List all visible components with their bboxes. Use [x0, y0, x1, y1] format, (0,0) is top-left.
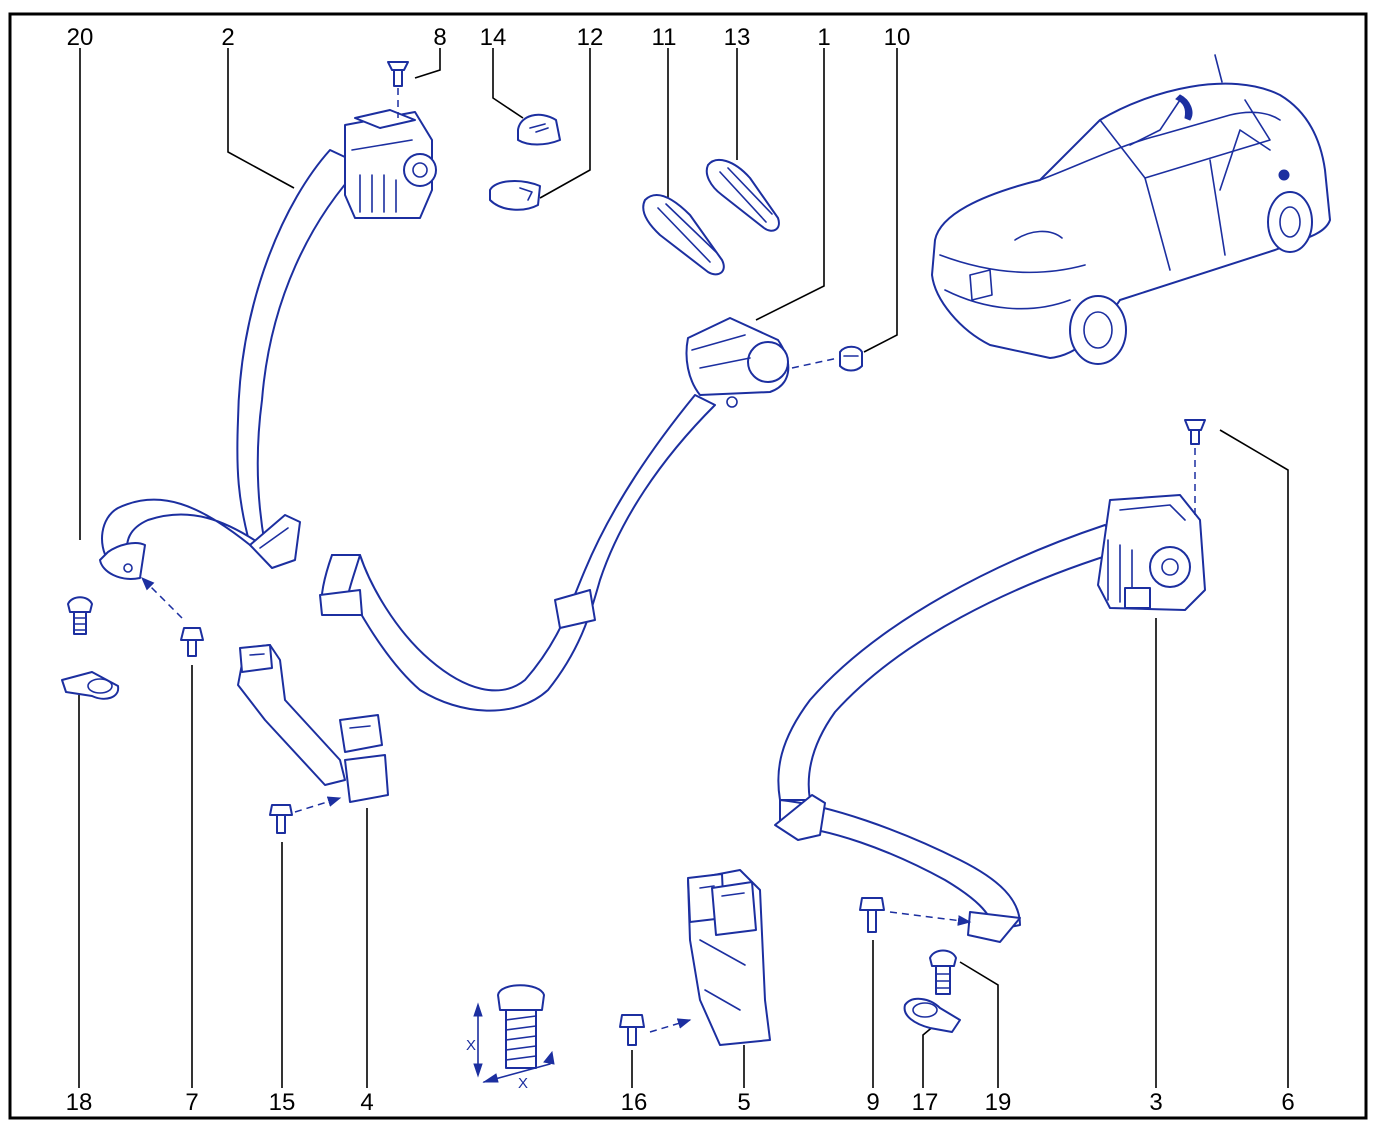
- leader-lines: [78, 48, 1289, 1088]
- callout-12: 12: [577, 24, 604, 51]
- bolt-part-9: [859, 897, 972, 933]
- bolt-part-16: [619, 1014, 692, 1046]
- callout-10: 10: [884, 24, 911, 51]
- trim-part-11: [642, 194, 725, 276]
- callout-7: 7: [185, 1089, 198, 1116]
- callout-19: 19: [985, 1089, 1012, 1116]
- double-buckle-part-5: [687, 869, 771, 1046]
- diagram-frame: [8, 12, 1368, 1120]
- bolt-part-15: [269, 796, 342, 834]
- dimension-mark-horizontal: X: [518, 1075, 528, 1092]
- callout-9: 9: [866, 1089, 879, 1116]
- callout-numbers-bottom: 18 7 15 4 16 5 9 17 19 3 6: [66, 1089, 1295, 1116]
- dimension-mark-vertical: X: [466, 1037, 476, 1054]
- seat-belt-left-front: [99, 109, 437, 580]
- trim-cover-part-12: [489, 180, 541, 211]
- callout-8: 8: [433, 24, 446, 51]
- bolt-part-7: [141, 577, 204, 657]
- bolt-part-8: [387, 61, 409, 118]
- bolt-dimension-detail: X X: [466, 984, 555, 1092]
- callout-13: 13: [724, 24, 751, 51]
- callout-17: 17: [912, 1089, 939, 1116]
- trim-part-13: [705, 158, 780, 232]
- callout-3: 3: [1149, 1089, 1162, 1116]
- bolt-part-19: [929, 949, 957, 995]
- anchor-ring-part-17: [903, 997, 961, 1033]
- callout-1: 1: [817, 24, 830, 51]
- trim-cover-part-14: [517, 113, 561, 146]
- callout-14: 14: [480, 24, 507, 51]
- seat-belt-right-front: [774, 494, 1206, 943]
- bolt-part-20: [67, 596, 93, 635]
- buckle-part-4: [237, 644, 389, 803]
- callout-20: 20: [67, 24, 94, 51]
- bolt-part-6: [1184, 419, 1206, 515]
- callout-18: 18: [66, 1089, 93, 1116]
- callout-5: 5: [737, 1089, 750, 1116]
- callout-16: 16: [621, 1089, 648, 1116]
- plug-part-10: [839, 345, 863, 372]
- callout-numbers-top: 20 2 8 14 12 11 13 1 10: [67, 24, 911, 51]
- callout-15: 15: [269, 1089, 296, 1116]
- anchor-ring-part-18: [61, 671, 120, 700]
- callout-6: 6: [1281, 1089, 1294, 1116]
- callout-4: 4: [360, 1089, 373, 1116]
- callout-11: 11: [652, 24, 677, 51]
- vehicle-illustration: [931, 54, 1331, 365]
- seat-belt-rear-centre: [319, 317, 839, 712]
- callout-2: 2: [221, 24, 234, 51]
